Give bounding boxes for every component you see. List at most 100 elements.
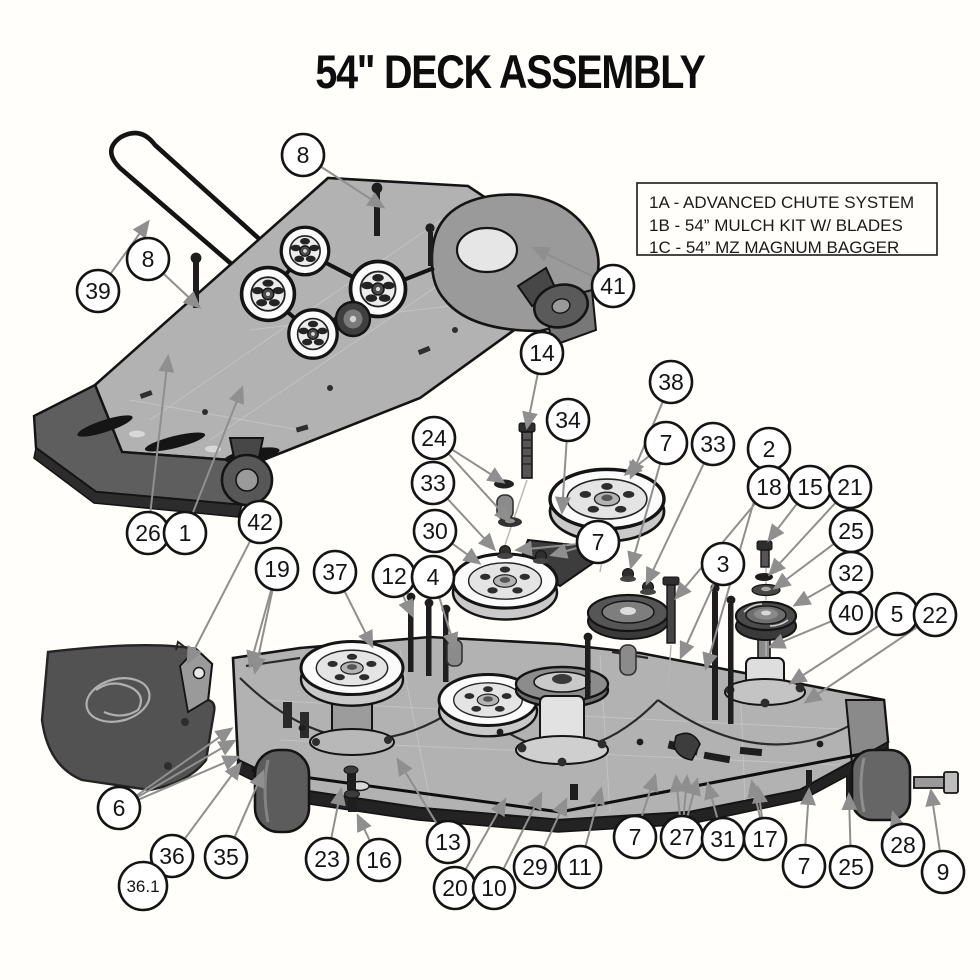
spindle-pulley-dark (734, 600, 798, 641)
leader-line-8 (163, 273, 202, 310)
callout-number: 42 (247, 509, 273, 535)
discharge-chute-illustration (40, 640, 216, 792)
callout-circle (690, 421, 736, 467)
leader-line-19 (246, 589, 273, 669)
callout-circle (545, 397, 591, 443)
callout-number: 40 (838, 600, 864, 626)
leader-line-17 (752, 785, 768, 818)
callout-41: 41 (590, 263, 636, 309)
deck-roller (253, 748, 311, 834)
deck-bolts (298, 724, 824, 812)
callout-13: 13 (425, 819, 471, 865)
left-spindle-assembly (283, 639, 405, 756)
callout-number: 4 (427, 564, 440, 590)
leader-line-13 (396, 757, 438, 824)
callout-10: 10 (471, 865, 517, 911)
callout-number: 7 (660, 430, 673, 456)
callout-circle (149, 833, 195, 879)
callout-40: 40 (828, 590, 874, 636)
leader-line-41 (531, 246, 594, 278)
leader-line-9 (925, 788, 942, 851)
deck-top-illustration (32, 130, 600, 518)
callout-1: 1 (162, 510, 208, 556)
leader-line-26 (149, 354, 175, 512)
leader-line-7 (627, 463, 661, 570)
chute-logo (85, 677, 151, 723)
leader-line-27 (685, 777, 701, 816)
callout-circle (920, 849, 966, 895)
flat-idler-dark (586, 593, 670, 640)
callout-7: 7 (612, 814, 658, 860)
callout-8: 8 (280, 132, 326, 178)
callout-number: 8 (142, 246, 155, 272)
legend-box: 1A - ADVANCED CHUTE SYSTEM 1B - 54” MULC… (636, 182, 938, 257)
callout-circle (912, 592, 958, 638)
leader-line-15 (767, 503, 798, 543)
callout-circle (575, 519, 621, 565)
leader-line-6 (136, 727, 234, 797)
callout-11: 11 (557, 844, 603, 890)
leader-line-1 (192, 385, 244, 513)
callout-28: 28 (880, 822, 926, 868)
callout-circle (512, 844, 558, 890)
callout-number: 2 (763, 436, 776, 462)
callout-circle (519, 330, 565, 376)
leader-line-20 (465, 797, 507, 870)
callout-number: 5 (891, 601, 904, 627)
callout-number: 16 (366, 847, 392, 873)
callout-8: 8 (125, 236, 171, 282)
callout-circle (700, 541, 746, 587)
callout-25: 25 (828, 508, 874, 554)
rear-roller-wheel (516, 266, 589, 329)
callout-circle (828, 590, 874, 636)
leader-line-35 (233, 769, 265, 838)
callout-circle (75, 268, 121, 314)
callout-number: 36 (159, 843, 185, 869)
callout-number: 24 (421, 425, 447, 451)
callout-number: 1 (179, 520, 192, 546)
callout-number: 32 (838, 560, 864, 586)
callout-circle (280, 132, 326, 178)
callout-circle (742, 816, 788, 862)
callout-number: 25 (838, 518, 864, 544)
leader-line-7 (549, 543, 578, 559)
leader-line-4 (438, 597, 459, 651)
legend-line-1b: 1B - 54” MULCH KIT W/ BLADES (649, 216, 903, 235)
callout-circle (254, 546, 300, 592)
leader-line-25 (772, 543, 835, 590)
callout-26: 26 (125, 510, 171, 556)
callout-15: 15 (787, 464, 833, 510)
callout-number: 22 (922, 602, 948, 628)
callout-23: 23 (304, 836, 350, 882)
leader-line-7 (800, 787, 816, 845)
leader-line-19 (250, 590, 274, 675)
callout-29: 29 (512, 844, 558, 890)
callout-number: 35 (213, 844, 239, 870)
leader-line-34 (555, 441, 571, 515)
callout-3: 3 (700, 541, 746, 587)
center-spindle-assembly (514, 665, 610, 767)
leader-line-8 (320, 166, 386, 209)
callout-number: 10 (481, 875, 507, 901)
callout-circle (648, 359, 694, 405)
callout-14: 14 (519, 330, 565, 376)
callout-circle (237, 499, 283, 545)
leader-line-11 (584, 786, 605, 847)
callout-7: 7 (781, 843, 827, 889)
callout-number: 33 (700, 431, 726, 457)
leader-line-3 (679, 583, 715, 660)
callout-20: 20 (432, 865, 478, 911)
callout-circle (425, 819, 471, 865)
caster-wheel-front (220, 437, 274, 507)
leader-line-22 (803, 626, 918, 704)
callout-number: 7 (592, 529, 605, 555)
callout-number: 23 (314, 846, 340, 872)
leader-line-5 (788, 625, 880, 685)
callout-22: 22 (912, 592, 958, 638)
callout-number: 3 (717, 551, 730, 577)
callout-30: 30 (412, 508, 458, 554)
leader-line-40 (767, 620, 832, 649)
leader-line-7 (623, 455, 650, 476)
callout-circle (827, 464, 873, 510)
callout-circle (304, 836, 350, 882)
